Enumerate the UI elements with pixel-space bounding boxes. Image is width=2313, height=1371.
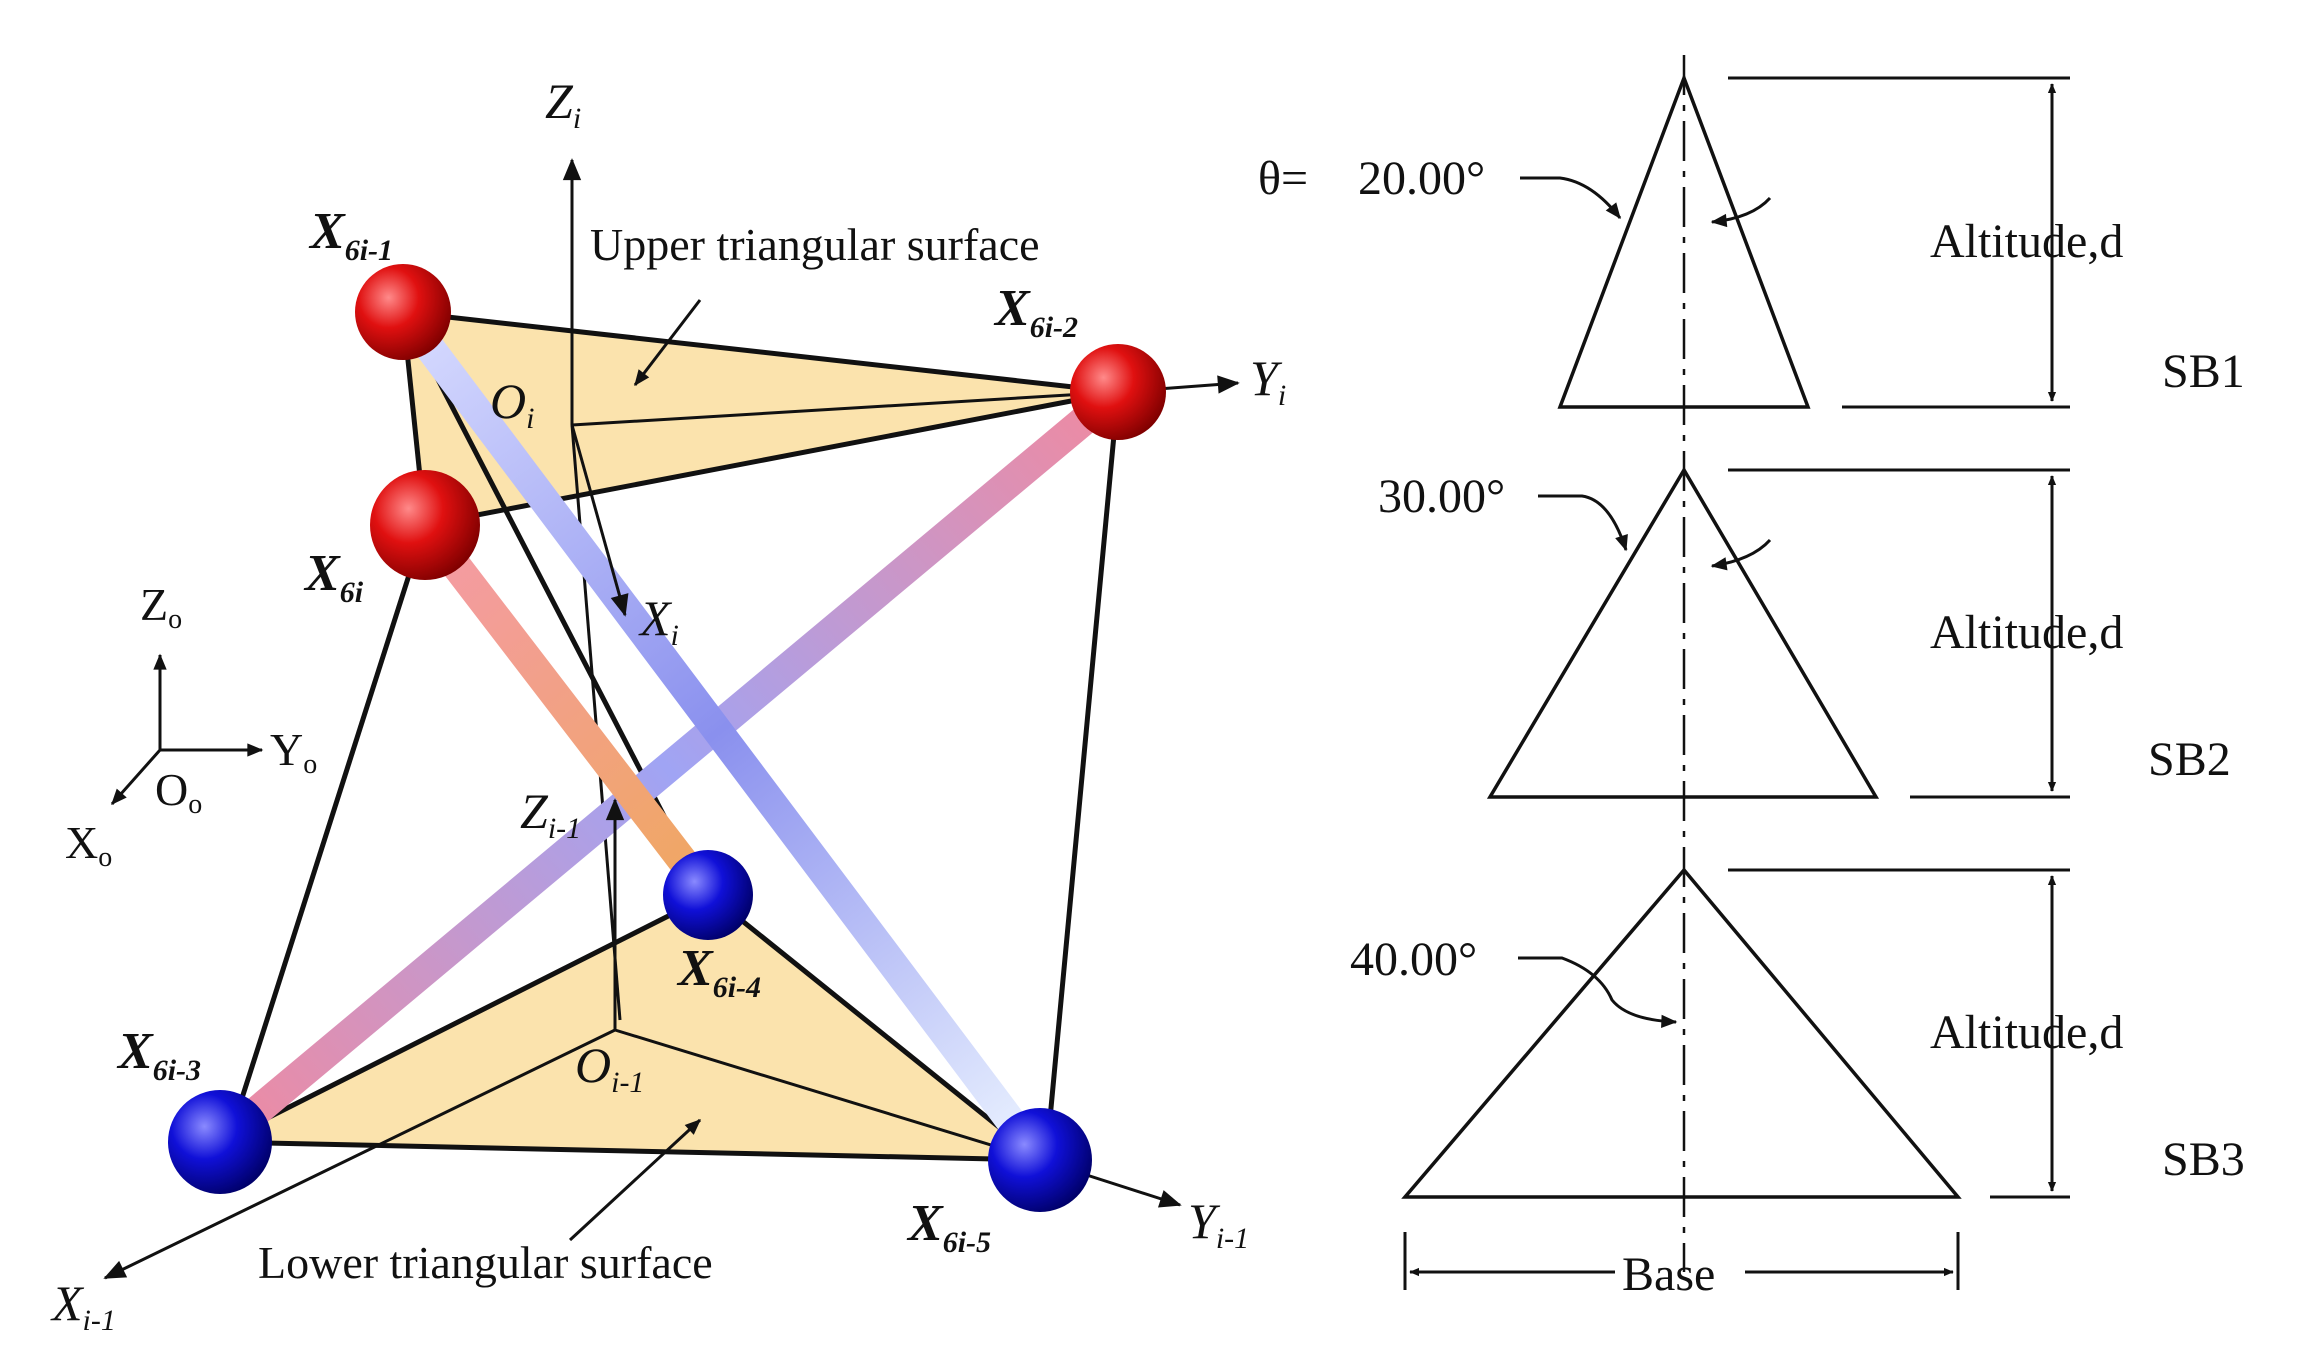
- global-x-label: Xo: [65, 817, 112, 873]
- node-x6i-4: [663, 850, 753, 940]
- base-label: Base: [1622, 1248, 1715, 1301]
- sb3-series-label: SB3: [2162, 1133, 2245, 1186]
- node-label-x6i-3: X6i-3: [116, 1023, 201, 1087]
- profile-sb1: θ= 20.00° Altitude,d SB1: [1258, 73, 2245, 409]
- xi-axis: [570, 424, 629, 617]
- sb1-angle-label: 20.00°: [1358, 152, 1485, 205]
- strut-upper-left-to-lower-right: [388, 297, 1055, 1175]
- sb1-theta-label: θ=: [1258, 152, 1308, 205]
- node-label-x6i: X6i: [303, 545, 364, 609]
- frame-line: [232, 524, 428, 1121]
- global-y-label: Yo: [270, 724, 317, 780]
- axis-label-xi: Xi: [638, 590, 679, 652]
- frame-line: [1045, 391, 1121, 1141]
- sb2-altitude-label: Altitude,d: [1930, 606, 2123, 659]
- axis-label-zi1: Zi-1: [520, 783, 581, 845]
- axis-label-zi: Zi: [545, 73, 581, 135]
- axis-label-oi: Oi: [490, 373, 534, 435]
- global-z-label: Zo: [140, 579, 182, 635]
- sb1-series-label: SB1: [2162, 345, 2245, 398]
- base-dimension: Base: [1403, 1232, 1960, 1301]
- strut-middle-to-back: [410, 510, 720, 905]
- global-o-label: Oo: [155, 764, 202, 820]
- lower-triangle-edges: [218, 892, 1042, 1163]
- global-coordinate-system: Zo Yo Oo Xo: [65, 579, 317, 873]
- profile-sb3: 40.00° Altitude,d SB3: [1350, 867, 2245, 1199]
- triangle-profiles-diagram: θ= 20.00° Altitude,d SB1 30.00° Altitude…: [1258, 55, 2245, 1301]
- prism-unit-diagram: X6i-1 X6i-2 X6i X6i-3 X6i-4 X6i-5 Zi Yi …: [50, 73, 1286, 1337]
- sb2-angle-label: 30.00°: [1378, 470, 1505, 523]
- axis-label-oi1: Oi-1: [575, 1037, 644, 1099]
- strut-lower-left-to-upper-right: [205, 377, 1133, 1157]
- sb3-altitude-label: Altitude,d: [1930, 1006, 2123, 1059]
- node-label-x6i-1: X6i-1: [308, 203, 393, 267]
- node-x6i-5: [988, 1108, 1092, 1212]
- sb3-angle-label: 40.00°: [1350, 933, 1477, 986]
- node-x6i-2: [1070, 344, 1166, 440]
- axis-label-xi1: Xi-1: [50, 1275, 116, 1337]
- node-x6i-3: [168, 1090, 272, 1194]
- axis-label-yi: Yi: [1250, 350, 1286, 412]
- upper-triangular-surface: [403, 312, 1118, 525]
- node-label-x6i-2: X6i-2: [993, 280, 1078, 344]
- sb1-altitude-label: Altitude,d: [1930, 215, 2123, 268]
- node-label-x6i-5: X6i-5: [906, 1195, 991, 1259]
- node-x6i-1: [355, 264, 451, 360]
- node-x6i: [370, 470, 480, 580]
- lower-surface-label: Lower triangular surface: [258, 1237, 713, 1288]
- lower-triangular-surface: [220, 895, 1040, 1160]
- profile-sb2: 30.00° Altitude,d SB2: [1378, 466, 2231, 799]
- axis-label-yi1: Yi-1: [1188, 1193, 1249, 1255]
- xi1-axis: [103, 1028, 616, 1280]
- upper-surface-label: Upper triangular surface: [590, 219, 1040, 270]
- sb2-series-label: SB2: [2148, 733, 2231, 786]
- node-label-x6i-4: X6i-4: [676, 940, 761, 1004]
